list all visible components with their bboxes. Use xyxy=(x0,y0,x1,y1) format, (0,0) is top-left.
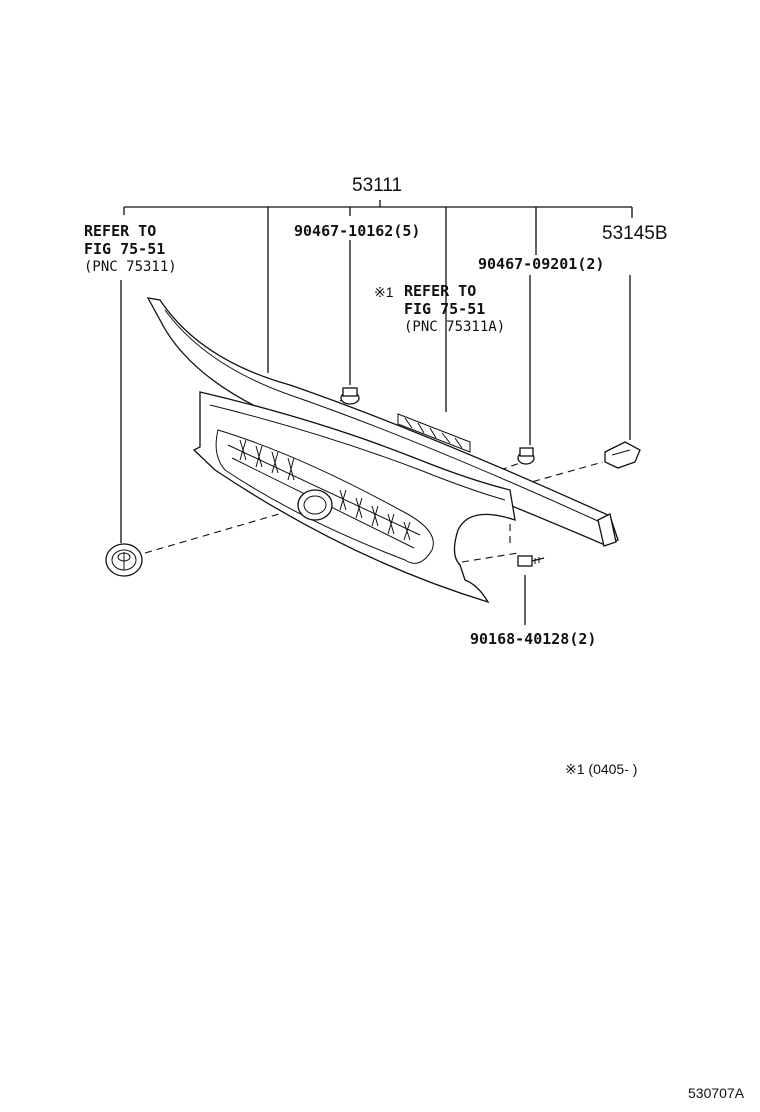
clip-icon xyxy=(517,447,535,465)
hiace-badge-icon xyxy=(397,413,471,453)
clip-icon xyxy=(340,387,360,405)
part-number-clip-right[interactable]: 90467-09201(2) xyxy=(478,255,605,273)
refer-center-line2: FIG 75-51 xyxy=(404,300,486,318)
refer-center-line3: (PNC 75311A) xyxy=(404,319,506,335)
retainer-icon xyxy=(604,441,641,469)
part-number-retainer[interactable]: 53145B xyxy=(602,223,668,244)
strip-end-clip xyxy=(597,513,617,547)
figure-code: 530707A xyxy=(688,1085,745,1101)
part-number-screw[interactable]: 90168-40128(2) xyxy=(470,630,597,648)
toyota-emblem-icon xyxy=(105,543,143,577)
radiator-grille-icon xyxy=(146,297,619,604)
refer-left-line2: FIG 75-51 xyxy=(84,240,166,258)
part-number-clip-upper[interactable]: 90467-10162(5) xyxy=(294,222,421,240)
refer-left-line3: (PNC 75311) xyxy=(84,259,177,275)
refer-left-line1[interactable]: REFER TO xyxy=(84,222,157,240)
refer-center-mark: ※1 xyxy=(374,284,394,300)
footnote: ※1 (0405- ) xyxy=(565,761,638,777)
screw-icon xyxy=(517,555,545,567)
leader-lines xyxy=(120,200,633,625)
part-number-53111[interactable]: 53111 xyxy=(352,175,403,196)
refer-center-line1[interactable]: REFER TO xyxy=(404,282,477,300)
